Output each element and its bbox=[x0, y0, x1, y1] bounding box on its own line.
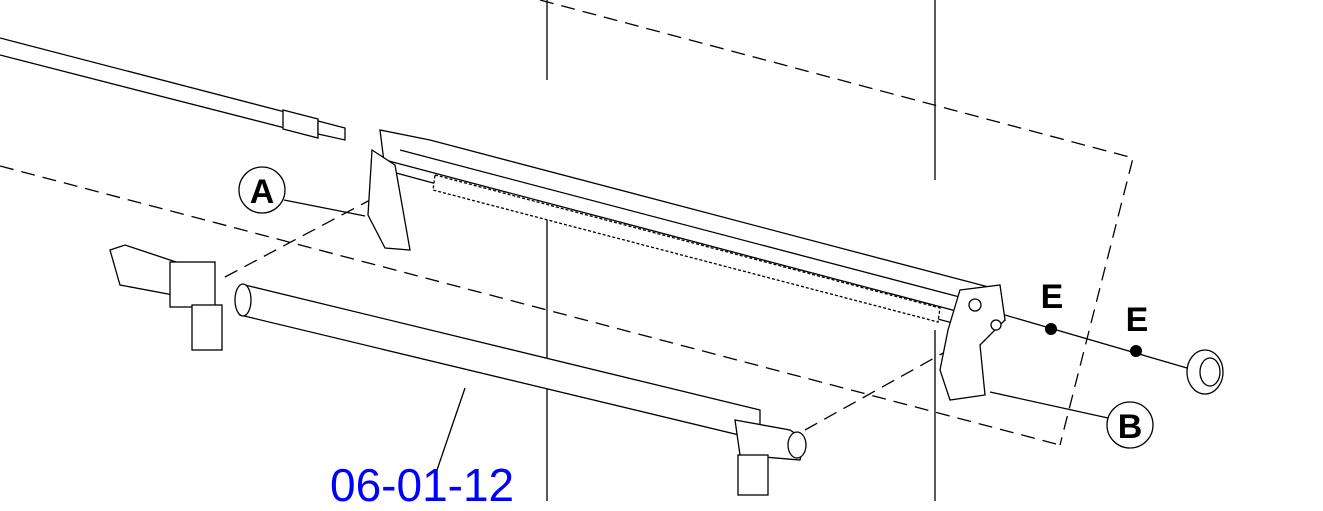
e-ring-dot bbox=[1130, 345, 1142, 357]
callout-a-label: A bbox=[250, 173, 275, 211]
e-ring-callouts: E E bbox=[1004, 278, 1188, 369]
callout-e2-label: E bbox=[1126, 301, 1149, 339]
bracket-frame bbox=[367, 129, 1006, 401]
callout-e1-label: E bbox=[1041, 278, 1064, 316]
callout-a: A bbox=[238, 166, 366, 217]
spring bbox=[432, 174, 941, 323]
callout-b: B bbox=[989, 391, 1154, 449]
reference-link[interactable]: 06-01-12 bbox=[330, 459, 515, 511]
guide-lines bbox=[0, 0, 1134, 501]
shaft bbox=[0, 37, 346, 141]
roller bbox=[109, 244, 807, 496]
e-ring-dot bbox=[1045, 323, 1057, 335]
callout-b-label: B bbox=[1118, 408, 1143, 446]
bushing bbox=[1186, 349, 1224, 395]
